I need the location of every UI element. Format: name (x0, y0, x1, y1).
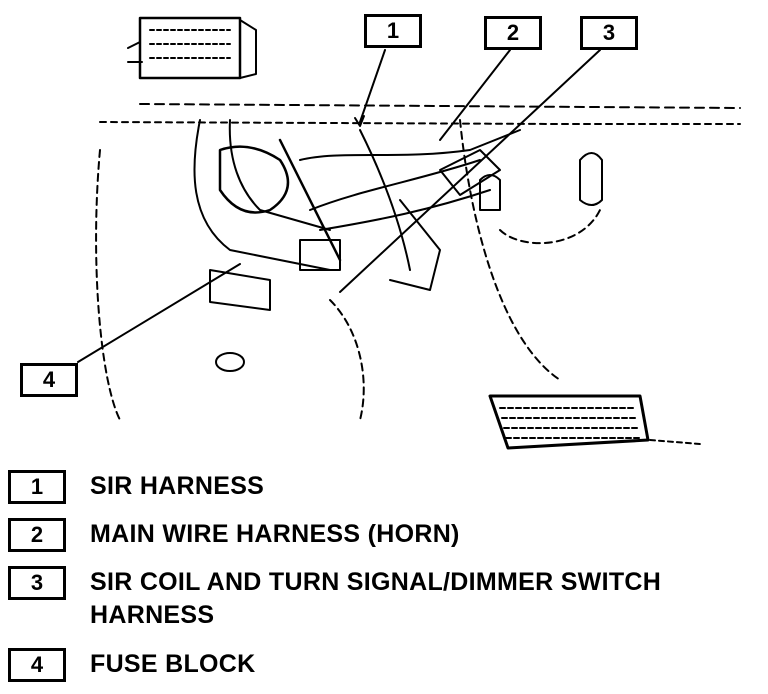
leader-line-1 (359, 49, 386, 123)
legend-label-3-line2: HARNESS (90, 601, 215, 629)
leader-line-2 (439, 49, 511, 141)
legend-label-3-group: SIR COIL AND TURN SIGNAL/DIMMER SWITCH H… (66, 566, 661, 632)
lower-dash-panel (95, 119, 601, 421)
legend-number-4: 4 (8, 648, 66, 682)
leader-line-4 (77, 263, 241, 363)
legend-item-2: 2 MAIN WIRE HARNESS (HORN) (8, 518, 460, 552)
legend-number-2: 2 (8, 518, 66, 552)
wiring-illustration (77, 16, 741, 450)
legend-item-3: 3 SIR COIL AND TURN SIGNAL/DIMMER SWITCH… (8, 566, 661, 632)
legend-label-1: SIR HARNESS (90, 472, 265, 500)
callout-2: 2 (484, 16, 542, 50)
legend-item-1: 1 SIR HARNESS (8, 470, 264, 504)
callout-3: 3 (580, 16, 638, 50)
brake-pedal (488, 394, 701, 450)
callout-4: 4 (20, 363, 78, 397)
legend-number-1: 1 (8, 470, 66, 504)
dash-panel-outline (139, 103, 741, 109)
legend-label-3: SIR COIL AND TURN SIGNAL/DIMMER SWITCH (90, 568, 662, 596)
legend-label-4: FUSE BLOCK (90, 650, 256, 678)
legend-number-3: 3 (8, 566, 66, 600)
fuse-block-upper-bracket (127, 16, 257, 80)
legend-label-2: MAIN WIRE HARNESS (HORN) (90, 520, 460, 548)
callout-1: 1 (364, 14, 422, 48)
steering-column (193, 119, 521, 291)
leader-line-3 (339, 49, 601, 293)
legend-item-4: 4 FUSE BLOCK (8, 648, 256, 682)
